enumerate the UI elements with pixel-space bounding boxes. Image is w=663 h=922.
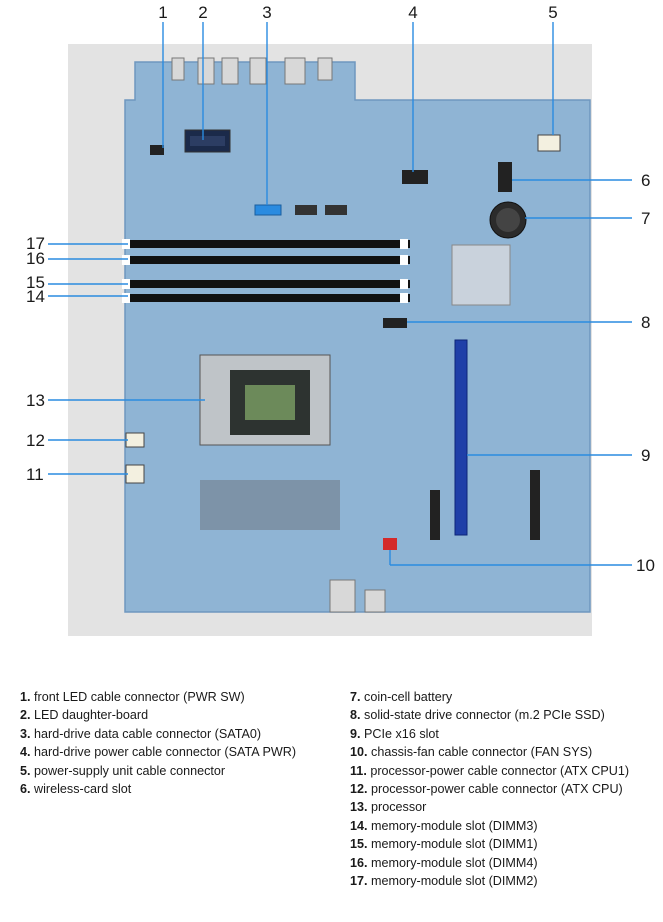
- motherboard: [124, 61, 591, 613]
- callout-10: 10: [636, 556, 655, 575]
- vrm-components: [200, 480, 340, 530]
- legend-item: 7. coin-cell battery: [350, 690, 453, 704]
- callout-16: 16: [26, 249, 45, 268]
- legend-item: 13. processor: [350, 800, 427, 815]
- dimm1-slot: [125, 280, 410, 288]
- legend-item: 16. memory-module slot (DIMM4): [350, 855, 538, 870]
- dimm4-slot: [125, 256, 410, 264]
- psu-connector: [537, 134, 561, 152]
- callout-7: 7: [641, 209, 650, 228]
- chipset-heatsink: [451, 244, 511, 306]
- fan-sys-connector: [383, 538, 397, 550]
- legend-item: 3. hard-drive data cable connector (SATA…: [20, 726, 262, 741]
- legend-item: 12. processor-power cable connector (ATX…: [350, 782, 623, 797]
- callout-8: 8: [641, 313, 650, 332]
- legend-column-left: 1. front LED cable connector (PWR SW) 2.…: [20, 688, 296, 798]
- legend-item: 2. LED daughter-board: [20, 708, 149, 723]
- callout-2: 2: [198, 3, 207, 22]
- callout-5: 5: [548, 3, 557, 22]
- callout-numbers: 1 2 3 4 5 6 7 8 9 10 11 12 13 14 15 16 1…: [26, 3, 655, 575]
- callout-12: 12: [26, 431, 45, 450]
- rear-io-ports: [171, 57, 333, 85]
- callout-17: 17: [26, 234, 45, 253]
- callout-14: 14: [26, 287, 45, 306]
- callout-11: 11: [26, 465, 44, 484]
- callout-6: 6: [641, 171, 650, 190]
- legend-item: 6. wireless-card slot: [20, 782, 132, 797]
- sata0-connector: [254, 204, 282, 216]
- dimm2-slot: [125, 240, 410, 248]
- callout-3: 3: [262, 3, 271, 22]
- legend-item: 10. chassis-fan cable connector (FAN SYS…: [350, 745, 593, 760]
- m2-ssd-connector: [383, 318, 407, 328]
- callout-15: 15: [26, 273, 45, 292]
- pcie-x16-slot: [454, 339, 468, 536]
- legend-item: 14. memory-module slot (DIMM3): [350, 818, 538, 833]
- sata-power-connector: [402, 170, 428, 184]
- callout-9: 9: [641, 446, 650, 465]
- atx-cpu-connector: [125, 432, 145, 448]
- legend-item: 1. front LED cable connector (PWR SW): [20, 690, 245, 704]
- front-led-connector: [150, 145, 164, 155]
- legend-item: 11. processor-power cable connector (ATX…: [350, 763, 630, 778]
- motherboard-diagram: 1 2 3 4 5 6 7 8 9 10 11 12 13 14 15 16 1…: [26, 3, 655, 636]
- legend-item: 15. memory-module slot (DIMM1): [350, 837, 538, 852]
- leader-lines: [48, 22, 632, 566]
- dimm3-slot: [125, 294, 410, 302]
- legend-item: 5. power-supply unit cable connector: [20, 763, 226, 778]
- wireless-card-slot: [498, 162, 512, 192]
- legend-item: 4. hard-drive power cable connector (SAT…: [20, 745, 297, 760]
- legend-item: 17. memory-module slot (DIMM2): [350, 874, 538, 889]
- legend-item: 9. PCIe x16 slot: [350, 726, 439, 741]
- legend-column-right: 7. coin-cell battery 8. solid-state driv…: [350, 688, 629, 890]
- legend-item: 8. solid-state drive connector (m.2 PCIe…: [350, 708, 605, 723]
- callout-4: 4: [408, 3, 417, 22]
- callout-1: 1: [158, 3, 167, 22]
- atx-cpu1-connector: [125, 464, 145, 484]
- callout-13: 13: [26, 391, 45, 410]
